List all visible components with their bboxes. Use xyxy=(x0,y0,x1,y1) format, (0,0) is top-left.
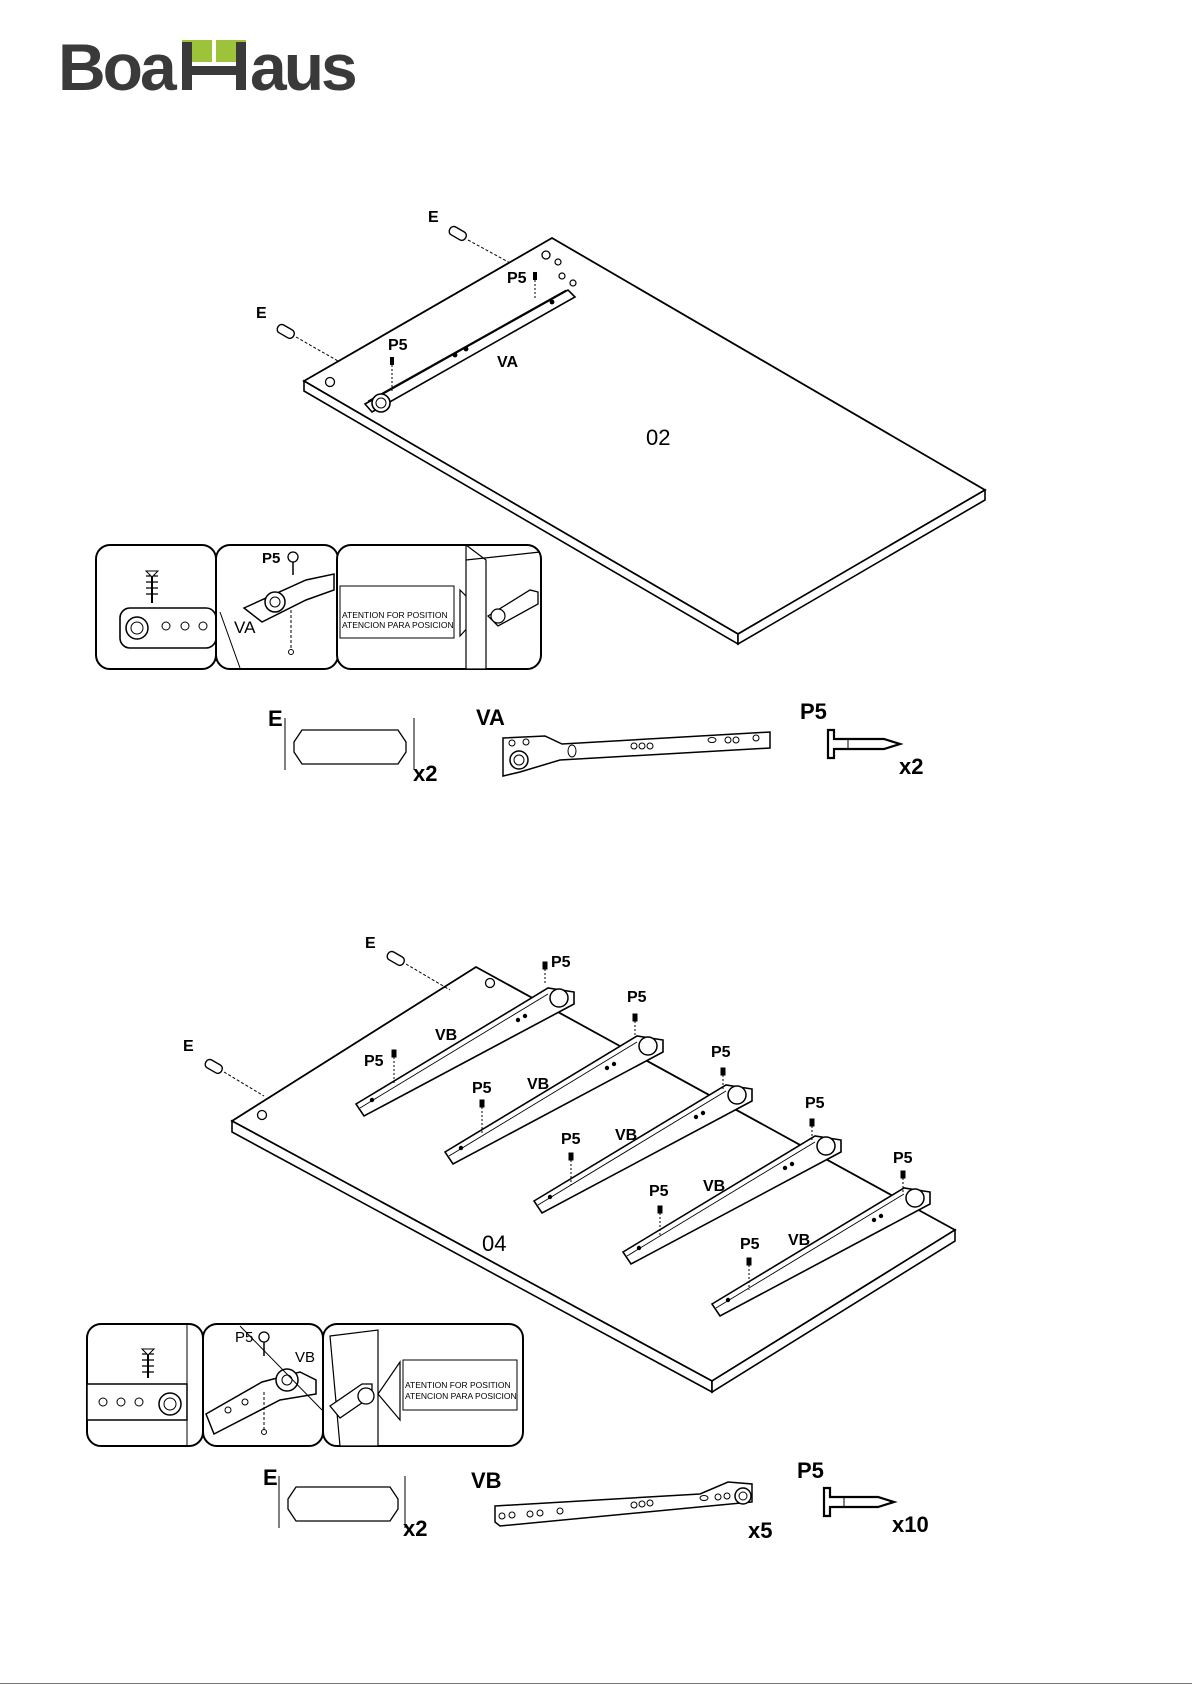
part-code-e: E xyxy=(268,706,283,731)
label-dowel-e: E xyxy=(428,209,439,226)
detail-box-2: P5 VB xyxy=(203,1324,323,1446)
step2-diagram: E E P5 P5 VB P5 P5 VB P5 P5 VB P5 P5 xyxy=(0,820,1192,1680)
part-qty-e: x2 xyxy=(403,1516,427,1541)
detail-label-vb: VB xyxy=(295,1349,315,1366)
label-screw-p5: P5 xyxy=(711,1044,731,1061)
wooden-dowel-icon xyxy=(294,730,406,764)
dowel-e-left xyxy=(204,1058,264,1096)
label-screw-p5: P5 xyxy=(388,337,408,354)
part-code-va: VA xyxy=(476,705,505,730)
panel-number: 02 xyxy=(646,425,670,450)
part-code-vb: VB xyxy=(471,1468,502,1493)
detail-note-line2: ATENCION PARA POSICION xyxy=(405,1391,517,1401)
part-qty-e: x2 xyxy=(413,761,437,786)
label-rail-vb: VB xyxy=(703,1178,725,1195)
page-bottom-rule xyxy=(0,1683,1192,1684)
label-screw-p5: P5 xyxy=(893,1150,913,1167)
drawer-rail-icon xyxy=(503,732,770,776)
part-code-p5: P5 xyxy=(800,699,827,724)
label-screw-p5: P5 xyxy=(364,1053,384,1070)
screw-icon xyxy=(828,730,900,758)
detail-box-1 xyxy=(87,1324,203,1446)
part-qty-p5: x2 xyxy=(899,754,923,779)
label-rail-vb: VB xyxy=(527,1076,549,1093)
detail-box-2: P5 VA xyxy=(216,545,338,669)
dowel-e-left xyxy=(276,323,338,361)
detail-label-p5: P5 xyxy=(262,550,280,567)
part-code-p5: P5 xyxy=(797,1458,824,1483)
label-dowel-e: E xyxy=(365,935,376,952)
parts-list-step1: E x2 VA P5 x2 xyxy=(268,699,923,786)
label-screw-p5: P5 xyxy=(472,1080,492,1097)
label-rail-vb: VB xyxy=(615,1127,637,1144)
wooden-dowel-icon xyxy=(288,1487,398,1521)
dowel-e-top xyxy=(448,225,512,264)
part-qty-p5: x10 xyxy=(892,1512,929,1537)
panel-number: 04 xyxy=(482,1231,506,1256)
label-screw-p5: P5 xyxy=(649,1183,669,1200)
label-screw-p5: P5 xyxy=(627,989,647,1006)
detail-box-3: ATENTION FOR POSITION ATENCION PARA POSI… xyxy=(337,545,541,669)
detail-box-1 xyxy=(96,545,216,669)
drawer-rail-icon xyxy=(495,1482,752,1526)
label-screw-p5: P5 xyxy=(561,1131,581,1148)
detail-note-line1: ATENTION FOR POSITION xyxy=(405,1380,511,1390)
label-dowel-e: E xyxy=(256,305,267,322)
label-screw-p5: P5 xyxy=(507,270,527,287)
step1-diagram: E E P5 P5 VA 02 P5 VA ATENTION FOR POSIT… xyxy=(0,0,1192,820)
label-rail-vb: VB xyxy=(435,1027,457,1044)
label-screw-p5: P5 xyxy=(551,954,571,971)
label-rail-vb: VB xyxy=(788,1232,810,1249)
label-dowel-e: E xyxy=(183,1038,194,1055)
detail-note-line1: ATENTION FOR POSITION xyxy=(342,610,448,620)
screw-icon xyxy=(824,1488,894,1516)
parts-list-step2: E x2 VB x5 P5 x10 xyxy=(263,1458,929,1543)
label-screw-p5: P5 xyxy=(740,1236,760,1253)
part-code-e: E xyxy=(263,1465,278,1490)
detail-label-va: VA xyxy=(234,618,256,637)
label-rail-va: VA xyxy=(497,354,518,371)
detail-note-line2: ATENCION PARA POSICION xyxy=(342,620,454,630)
part-qty-vb: x5 xyxy=(748,1518,772,1543)
label-screw-p5: P5 xyxy=(805,1095,825,1112)
detail-box-3: ATENTION FOR POSITION ATENCION PARA POSI… xyxy=(323,1324,523,1446)
dowel-e-top xyxy=(386,950,450,990)
